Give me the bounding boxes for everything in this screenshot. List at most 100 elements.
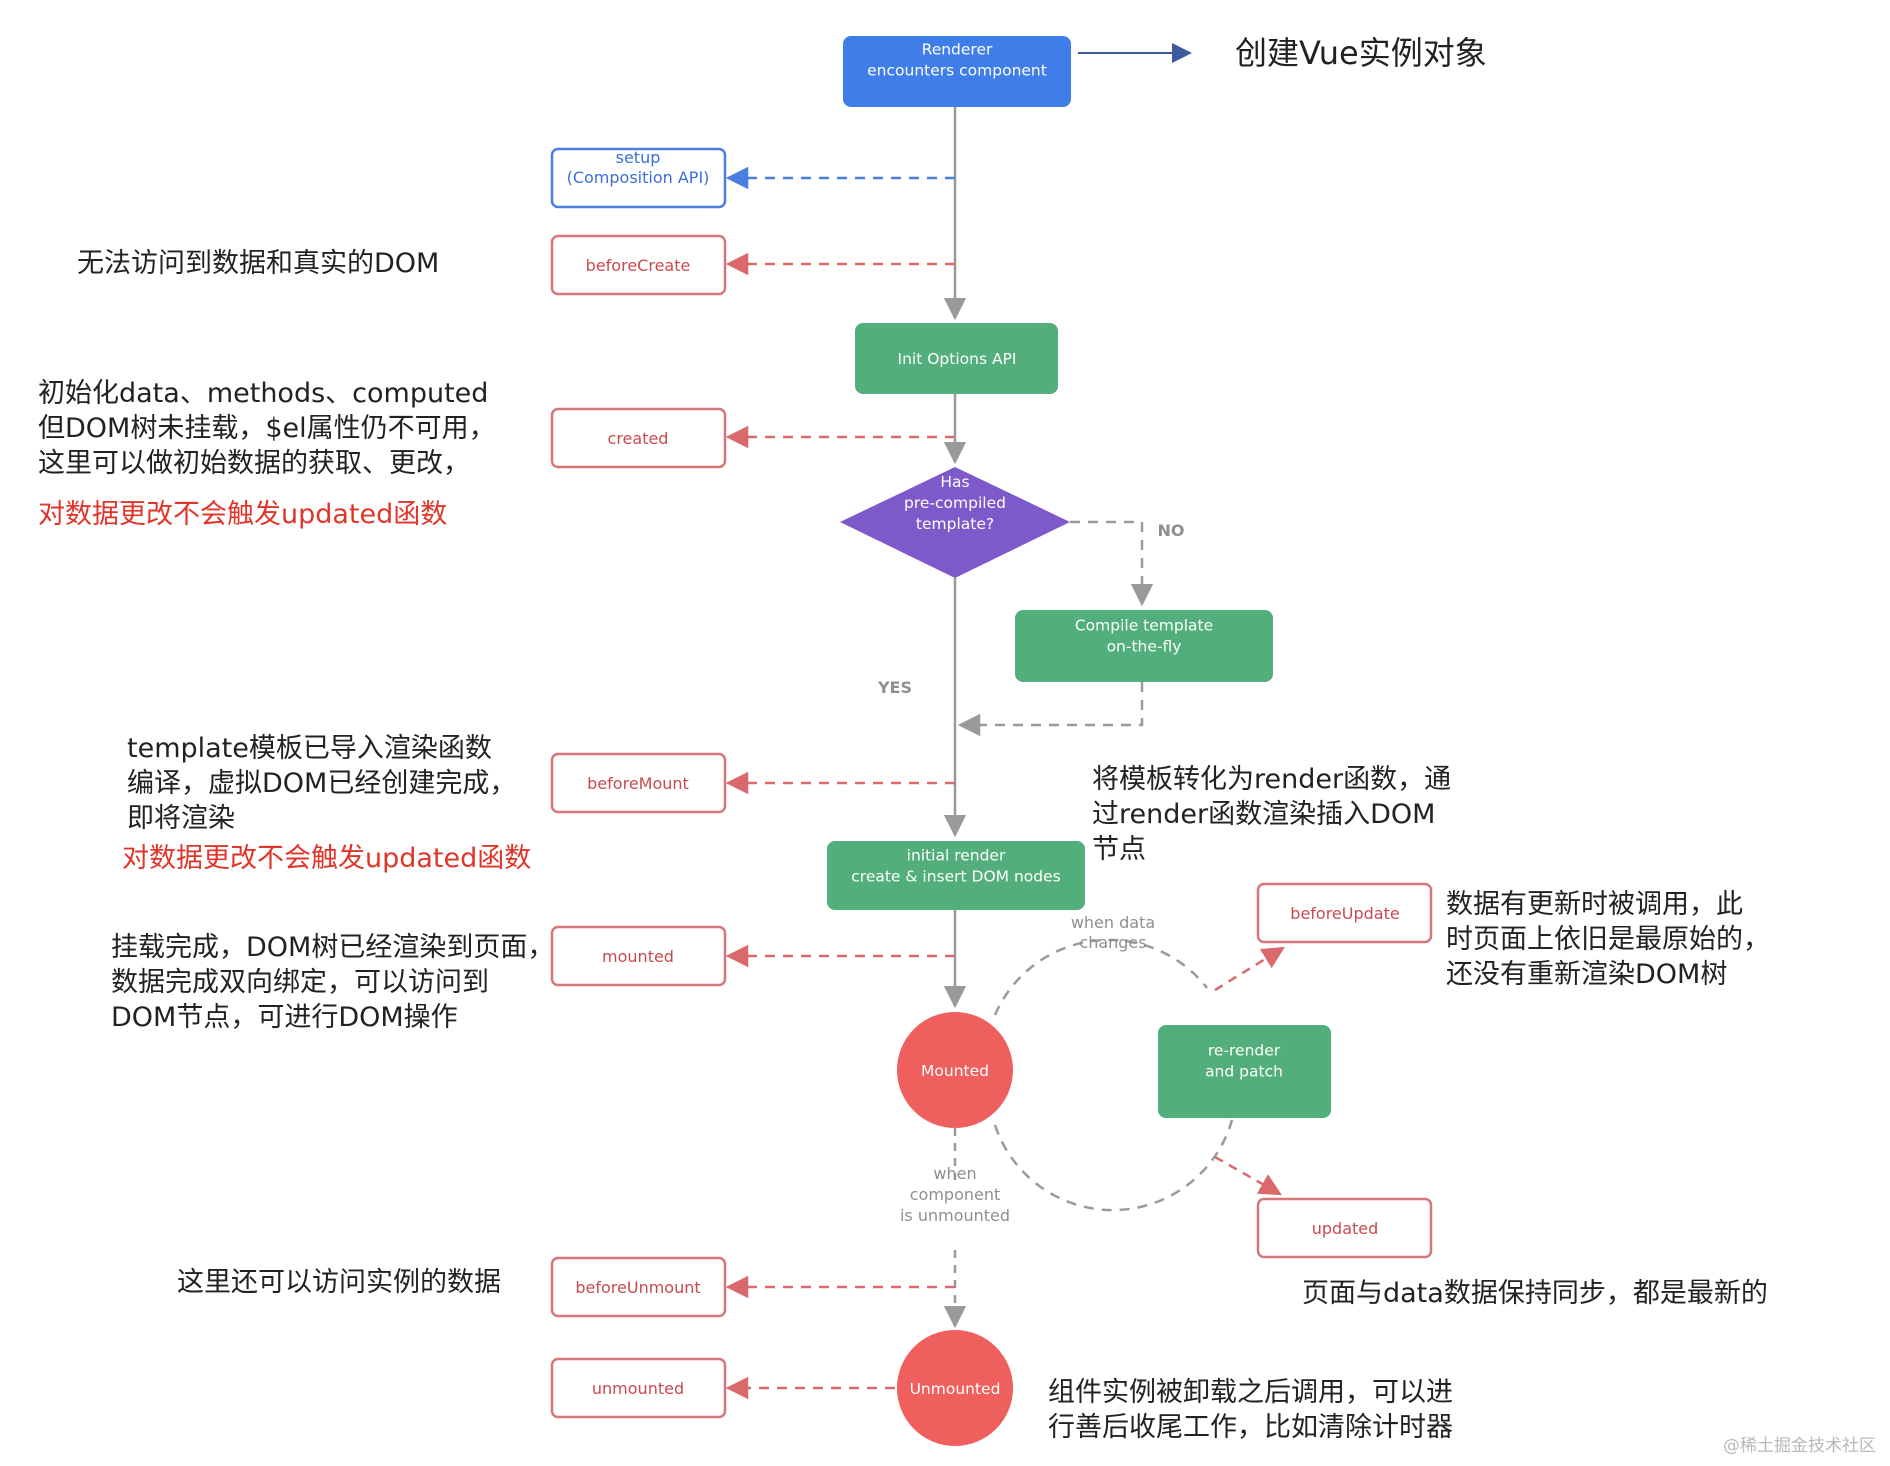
node-init-options-text-line: Init Options API — [898, 350, 1017, 368]
hook-mounted-text-line: mounted — [602, 947, 674, 966]
connectors — [725, 43, 1285, 1400]
renderer-note: 创建Vue实例对象 — [1235, 33, 1487, 73]
hook-unmounted: unmounted — [550, 1357, 727, 1419]
watermark: @稀土掘金技术社区 — [1723, 1436, 1876, 1456]
edge-to-updated — [1214, 1155, 1282, 1196]
hook-before-mount-text: beforeMount — [587, 774, 689, 793]
render-note-line: 将模板转化为render函数，通 — [1092, 764, 1452, 795]
unmounted-note: 组件实例被卸载之后调用，可以进行善后收尾工作，比如清除计时器 — [1048, 1375, 1453, 1445]
before-mount-note-line: template模板已导入渲染函数 — [127, 733, 492, 764]
node-renderer-text: Renderer encounters component — [867, 41, 1047, 80]
hook-unmounted-text-line: unmounted — [592, 1379, 684, 1398]
node-unmounted-state-text: Unmounted — [910, 1380, 1001, 1398]
before-create-note: 无法访问到数据和真实的DOM — [77, 246, 439, 281]
before-mount-warning: 对数据更改不会触发updated函数 — [122, 843, 532, 874]
mounted-note: 挂载完成，DOM树已经渲染到页面， 数据完成双向绑定，可以访问到 DOM节点，可进行… — [111, 930, 554, 1035]
render-note-line: 节点 — [1092, 834, 1146, 865]
node-initial-render-text: initial render create & insert DOM nodes — [851, 847, 1060, 886]
before-unmount-note-line: 这里还可以访问实例的数据 — [177, 1267, 501, 1298]
edge-label-when-unmounted-line: when — [933, 1164, 976, 1183]
hook-mounted-text: mounted — [602, 947, 674, 966]
hook-updated-text-line: updated — [1312, 1219, 1379, 1238]
created-note-line: 初始化data、methods、computed — [38, 378, 489, 409]
edge-label-no: NO — [1158, 521, 1185, 540]
hook-setup-text-line: (Composition API) — [567, 168, 710, 187]
edge-label-yes: YES — [877, 678, 912, 697]
hook-setup-text: setup(Composition API) — [567, 148, 710, 187]
before-create-note-line: 无法访问到数据和真实的DOM — [77, 248, 440, 279]
created-note-line: 这里可以做初始数据的获取、更改， — [38, 448, 470, 479]
node-mounted-state-text: Mounted — [921, 1062, 989, 1080]
edge-label-when-unmounted: when component is unmounted — [900, 1164, 1010, 1225]
node-unmounted-state-text-line: Unmounted — [910, 1380, 1001, 1398]
node-renderer-text-line: encounters component — [867, 62, 1047, 80]
node-rerender-text: re-render and patch — [1205, 1042, 1283, 1081]
hook-before-create-text: beforeCreate — [586, 256, 691, 275]
edge-update-cycle-top — [993, 938, 1208, 1016]
before-update-note-line: 数据有更新时被调用，此 — [1446, 889, 1743, 920]
node-has-template-text-line: pre-compiled — [904, 494, 1006, 512]
hook-created-text-line: created — [608, 429, 669, 448]
hook-mounted: mounted — [550, 925, 727, 987]
edge-compile-return — [957, 682, 1144, 737]
hook-before-update-text: beforeUpdate — [1290, 904, 1399, 923]
updated-note-line: 页面与data数据保持同步，都是最新的 — [1302, 1278, 1768, 1309]
node-initial-render-text-line: initial render — [907, 847, 1006, 865]
before-update-note: 数据有更新时被调用，此时页面上依旧是最原始的， 还没有重新渲染DOM树 — [1446, 887, 1770, 992]
node-renderer-text-line: Renderer — [922, 41, 993, 59]
mounted-note-line: 数据完成双向绑定，可以访问到 — [111, 967, 489, 998]
edge-update-cycle-bottom — [993, 1119, 1234, 1212]
hook-before-unmount: beforeUnmount — [550, 1256, 727, 1318]
node-renderer: Renderer encounters component — [843, 36, 1071, 107]
node-rerender-text-line: re-render — [1208, 1042, 1281, 1060]
node-compile-template-text-line: on-the-fly — [1107, 638, 1182, 656]
hook-updated-text: updated — [1312, 1219, 1379, 1238]
render-note-line: 过render函数渲染插入DOM — [1092, 799, 1436, 830]
renderer-note-line: 创建Vue实例对象 — [1235, 34, 1487, 72]
before-mount-note: template模板已导入渲染函数编译，虚拟DOM已经创建完成， 即将渲染 — [127, 731, 516, 836]
node-rerender: re-render and patch — [1158, 1025, 1331, 1118]
mounted-note-line: 挂载完成，DOM树已经渲染到页面， — [111, 932, 555, 963]
node-mounted-state-text-line: Mounted — [921, 1062, 989, 1080]
hook-before-unmount-text: beforeUnmount — [575, 1278, 700, 1297]
unmounted-note-line: 组件实例被卸载之后调用，可以进 — [1048, 1377, 1453, 1408]
node-unmounted-state: Unmounted — [897, 1330, 1013, 1446]
edge-label-when-data-changes-line: changes — [1079, 933, 1146, 952]
mounted-note-line: DOM节点，可进行DOM操作 — [111, 1002, 458, 1033]
edge-to-before-update — [1214, 946, 1285, 992]
node-initial-render-text-line: create & insert DOM nodes — [851, 868, 1060, 886]
edge-label-when-unmounted-line: component — [910, 1185, 1001, 1204]
hook-before-update: beforeUpdate — [1256, 882, 1433, 944]
before-update-note-line: 时页面上依旧是最原始的， — [1446, 924, 1770, 955]
hook-setup-text-line: setup — [616, 148, 661, 167]
before-mount-note-line: 即将渲染 — [127, 803, 235, 834]
edge-decision-no — [1070, 520, 1154, 607]
render-note: 将模板转化为render函数，通过render函数渲染插入DOM 节点 — [1092, 762, 1451, 867]
node-init-options: Init Options API — [855, 323, 1058, 394]
node-mounted-state: Mounted — [897, 1012, 1013, 1128]
node-initial-render: initial render create & insert DOM nodes — [827, 841, 1085, 910]
hook-created: created — [550, 407, 727, 469]
before-update-note-line: 还没有重新渲染DOM树 — [1446, 959, 1728, 990]
node-has-template-text-line: Has — [940, 473, 969, 491]
hook-before-mount: beforeMount — [550, 752, 727, 814]
hook-setup: setup(Composition API) — [550, 147, 727, 209]
hook-updated: updated — [1256, 1197, 1433, 1259]
edge-label-when-unmounted-line: is unmounted — [900, 1206, 1010, 1225]
node-init-options-text: Init Options API — [898, 350, 1017, 368]
updated-note: 页面与data数据保持同步，都是最新的 — [1302, 1276, 1768, 1311]
unmounted-note-line: 行善后收尾工作，比如清除计时器 — [1048, 1412, 1453, 1443]
before-unmount-note: 这里还可以访问实例的数据 — [177, 1265, 501, 1300]
hook-before-create-text-line: beforeCreate — [586, 256, 691, 275]
hook-before-mount-text-line: beforeMount — [587, 774, 689, 793]
hook-unmounted-text: unmounted — [592, 1379, 684, 1398]
hook-created-text: created — [608, 429, 669, 448]
node-rerender-text-line: and patch — [1205, 1063, 1283, 1081]
before-mount-note-line: 编译，虚拟DOM已经创建完成， — [127, 768, 517, 799]
hook-before-update-text-line: beforeUpdate — [1290, 904, 1399, 923]
